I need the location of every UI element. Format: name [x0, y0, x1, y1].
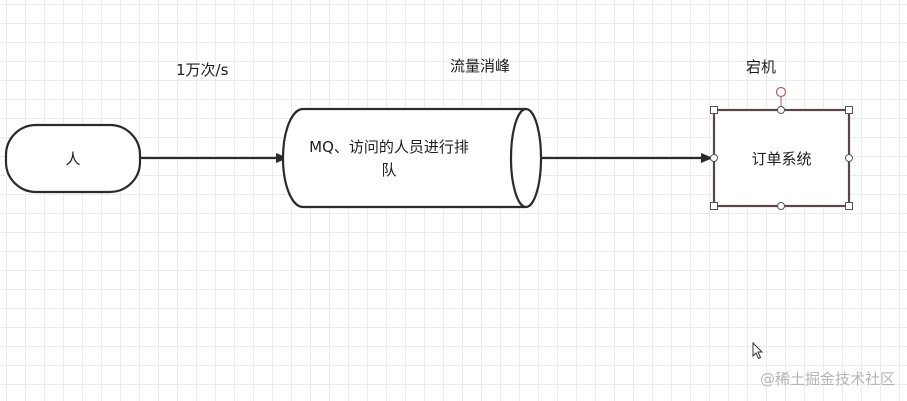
watermark: @稀土掘金技术社区: [759, 370, 895, 388]
selection-handles: [710, 86, 853, 210]
resize-handle-bottom-right[interactable]: [845, 202, 853, 210]
mq-cylinder-inner-arc: [509, 107, 527, 209]
order-system-node-label: 订单系统: [751, 149, 812, 168]
resize-handle-bottom[interactable]: [777, 202, 785, 210]
resize-handle-top-right[interactable]: [845, 106, 853, 114]
person-node-label: 人: [65, 150, 81, 168]
label-crash[interactable]: 宕机: [746, 58, 777, 76]
label-peak-shaving[interactable]: 流量消峰: [450, 57, 511, 75]
person-node[interactable]: [4, 123, 142, 194]
resize-handle-top[interactable]: [777, 106, 785, 114]
mouse-cursor-icon: [752, 342, 764, 360]
resize-handle-top-left[interactable]: [710, 106, 718, 114]
resize-handle-left[interactable]: [710, 154, 718, 162]
rotate-handle[interactable]: [775, 86, 787, 98]
label-rate[interactable]: 1万次/s: [176, 61, 229, 79]
resize-handle-bottom-left[interactable]: [710, 202, 718, 210]
mq-node-label-line2: 队: [381, 161, 397, 179]
mq-node-label-line1: MQ、访问的人员进行排: [309, 138, 469, 156]
mq-node-label: MQ、访问的人员进行排 队: [288, 136, 490, 182]
resize-handle-right[interactable]: [845, 154, 853, 162]
mq-queue-node[interactable]: [281, 107, 543, 209]
